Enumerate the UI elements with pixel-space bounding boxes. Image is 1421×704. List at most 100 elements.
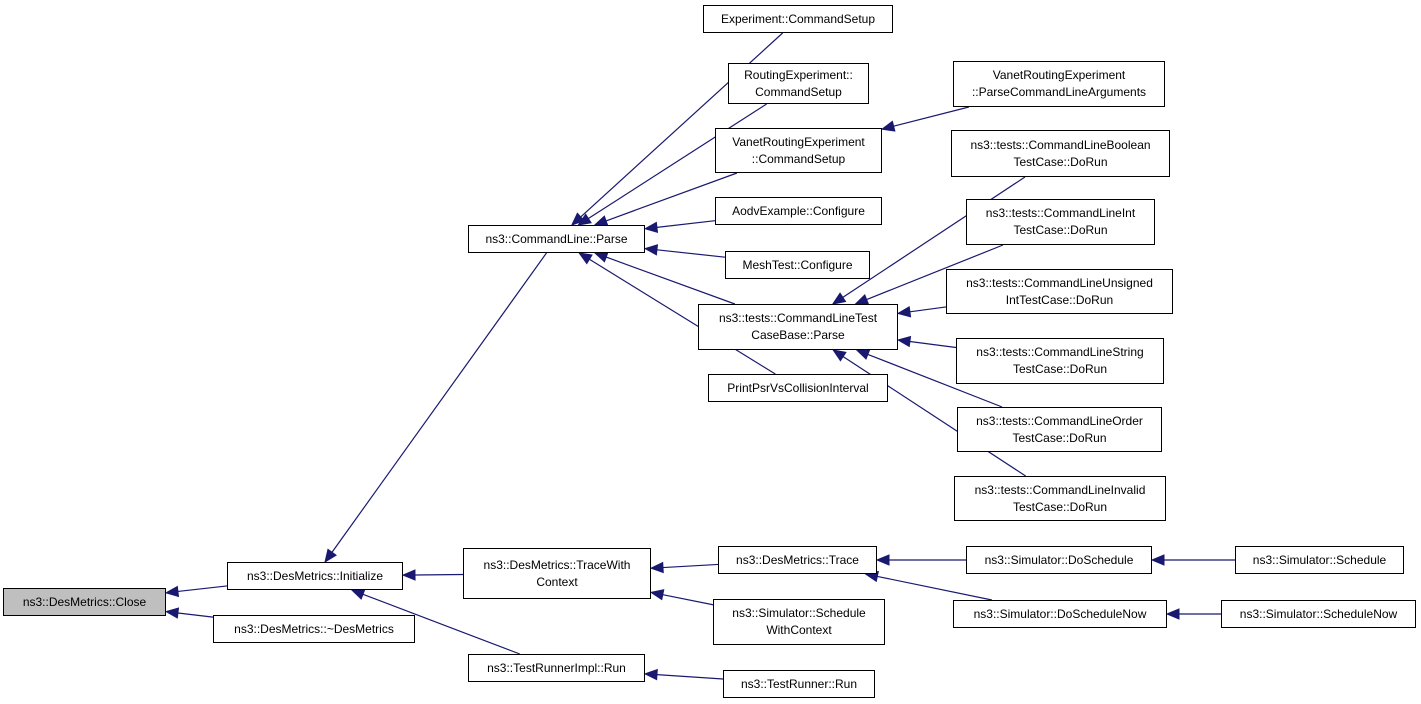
edge-destructor-to-close <box>177 612 214 618</box>
node-label: TestCase::DoRun <box>1013 223 1108 237</box>
node-label: PrintPsrVsCollisionInterval <box>727 380 869 395</box>
arrowhead-icon <box>350 589 366 600</box>
node-trace[interactable]: ns3::DesMetrics::Trace <box>718 546 877 574</box>
arrowhead-icon <box>401 569 416 581</box>
arrowhead-icon <box>643 244 659 256</box>
node-schedule[interactable]: ns3::Simulator::Schedule <box>1235 546 1404 574</box>
node-label: TestCase::DoRun <box>1012 362 1108 376</box>
arrowhead-icon <box>1150 554 1165 566</box>
node-expcmd[interactable]: Experiment::CommandSetup <box>703 5 893 33</box>
arrowhead-icon <box>643 221 659 234</box>
node-label: ns3::tests::CommandLineInt <box>985 206 1136 220</box>
edge-aodv-to-cmdparse <box>656 220 716 228</box>
node-label: ns3::tests::CommandLineOrder <box>976 413 1143 428</box>
node-label: ns3::DesMetrics::Close <box>22 594 147 609</box>
node-label: ns3::DesMetrics::Trace <box>736 552 859 567</box>
arrowhead-icon <box>831 292 847 305</box>
node-routingcmd[interactable]: RoutingExperiment::CommandSetup <box>728 63 869 104</box>
node-label: MeshTest::Configure <box>742 257 853 272</box>
arrowhead-icon <box>164 607 180 619</box>
arrowhead-icon <box>649 589 665 601</box>
node-testrunnerimpl[interactable]: ns3::TestRunnerImpl::Run <box>468 654 645 682</box>
edge-tuint-to-testbase <box>909 306 947 313</box>
node-label: ns3::DesMetrics::Initialize <box>246 568 384 583</box>
arrowhead-icon <box>875 554 890 566</box>
node-doschedule[interactable]: ns3::Simulator::DoSchedule <box>966 546 1152 574</box>
edge-testbase-to-cmdparse <box>605 256 736 305</box>
arrowhead-icon <box>578 252 593 265</box>
node-schedulenow[interactable]: ns3::Simulator::ScheduleNow <box>1221 600 1416 628</box>
node-label: ns3::tests::CommandLineUnsigned <box>966 275 1153 290</box>
node-label: ns3::Simulator::Schedule <box>1252 552 1387 567</box>
node-label: ns3::DesMetrics::~DesMetrics <box>234 621 394 636</box>
node-label: IntTestCase::DoRun <box>1005 292 1114 307</box>
node-label: WithContext <box>766 623 832 637</box>
arrowhead-icon <box>570 212 585 226</box>
node-printpsr[interactable]: PrintPsrVsCollisionInterval <box>708 374 888 402</box>
arrowhead-icon <box>855 349 871 360</box>
node-label: AodvExample::Configure <box>732 203 865 218</box>
node-close: ns3::DesMetrics::Close <box>3 588 166 616</box>
edge-cmdparse-to-initialize <box>331 252 547 553</box>
edge-tbool-to-testbase <box>842 176 1026 298</box>
edge-doschedulenow-to-trace <box>877 575 993 601</box>
edge-testrunnerimpl-to-initialize <box>362 593 520 655</box>
arrowhead-icon <box>832 349 847 362</box>
arrowhead-icon <box>643 668 658 681</box>
edge-testrunner-to-testrunnerimpl <box>656 674 724 680</box>
edge-schedwithctx-to-tracewithctx <box>662 594 714 606</box>
node-label: ns3::TestRunner::Run <box>740 676 858 691</box>
node-label: Context <box>536 574 578 589</box>
edge-expcmd-to-cmdparse <box>580 32 784 218</box>
node-destructor[interactable]: ns3::DesMetrics::~DesMetrics <box>213 615 415 643</box>
edge-trace-to-tracewithctx <box>662 563 719 569</box>
arrowhead-icon <box>164 585 180 598</box>
node-label: TestCase::DoRun <box>1012 499 1108 514</box>
node-doschedulenow[interactable]: ns3::Simulator::DoScheduleNow <box>953 600 1167 628</box>
node-label: TestCase::DoRun <box>1012 430 1107 445</box>
arrowhead-icon <box>896 335 912 348</box>
node-label: Experiment::CommandSetup <box>720 11 876 26</box>
node-label: CaseBase::Parse <box>751 328 845 342</box>
node-testrunner[interactable]: ns3::TestRunner::Run <box>723 670 875 698</box>
arrowhead-icon <box>1165 608 1180 620</box>
node-initialize[interactable]: ns3::DesMetrics::Initialize <box>227 562 403 590</box>
arrowhead-icon <box>896 306 912 318</box>
node-aodv[interactable]: AodvExample::Configure <box>715 197 882 225</box>
node-label: ns3::Simulator::DoSchedule <box>984 552 1134 567</box>
arrowhead-icon <box>854 294 870 305</box>
arrowhead-icon <box>880 120 896 132</box>
edge-initialize-to-close <box>177 585 228 593</box>
node-label: ns3::Simulator::Schedule <box>732 606 866 620</box>
edge-printpsr-to-cmdparse <box>589 258 776 375</box>
node-vanetcmd[interactable]: VanetRoutingExperiment::CommandSetup <box>715 128 882 173</box>
node-label: ns3::CommandLine::Parse <box>485 231 628 246</box>
node-label: RoutingExperiment:: <box>744 67 853 82</box>
node-vanetparse[interactable]: VanetRoutingExperiment::ParseCommandLine… <box>953 61 1165 107</box>
node-label: ns3::tests::CommandLineInvalid <box>974 482 1146 497</box>
edge-torder-to-testbase <box>867 353 1003 408</box>
node-label: ns3::DesMetrics::TraceWith <box>483 557 631 572</box>
arrowhead-icon <box>593 251 609 263</box>
edge-tint-to-testbase <box>866 244 1004 301</box>
edge-tstring-to-testbase <box>909 340 957 349</box>
node-label: TestCase::DoRun <box>1013 154 1108 169</box>
node-cmdparse[interactable]: ns3::CommandLine::Parse <box>468 225 645 253</box>
node-label: ns3::TestRunnerImpl::Run <box>487 660 626 675</box>
arrowhead-icon <box>324 548 337 564</box>
node-label: ns3::Simulator::ScheduleNow <box>1239 606 1398 621</box>
edge-routingcmd-to-cmdparse <box>588 103 767 220</box>
node-mesh[interactable]: MeshTest::Configure <box>725 251 870 279</box>
node-label: CommandSetup <box>755 84 842 99</box>
edge-vanetparse-to-vanetcmd <box>893 106 970 127</box>
